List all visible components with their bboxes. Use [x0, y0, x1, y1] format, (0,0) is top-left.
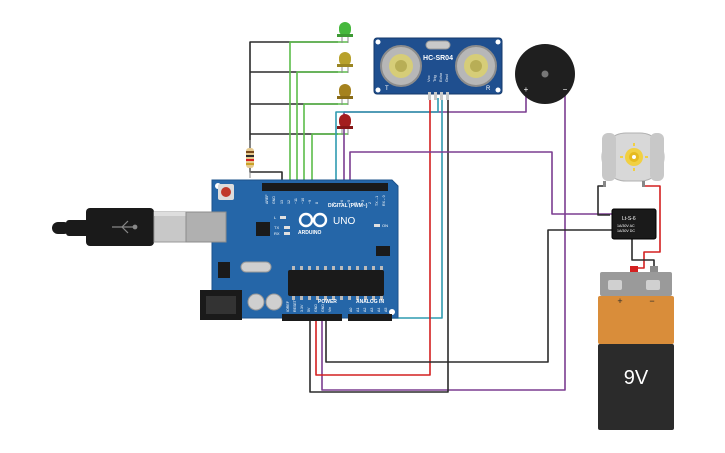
- digital-pin-label: 7: [333, 202, 337, 204]
- battery-minus-label: −: [649, 296, 654, 306]
- battery-plus-label: +: [617, 296, 622, 306]
- relay-spec-2: 1A/30V DC: [617, 229, 635, 233]
- analog-pin-label: A1: [356, 308, 360, 312]
- digital-pin-label: 8: [315, 202, 319, 204]
- sensor-transducer-left: [380, 45, 422, 87]
- wire-buzzer-negative[interactable]: [321, 95, 566, 391]
- led-green[interactable]: [337, 22, 353, 43]
- sensor-pin-vcc-label: Vcc: [426, 75, 431, 82]
- wire-sensor-vcc[interactable]: [315, 98, 431, 376]
- wire-motor-relay[interactable]: [597, 185, 610, 216]
- analog-pin-label: A5: [384, 308, 388, 312]
- relay-spec-1: 1A/30V AC: [617, 224, 635, 228]
- digital-pin-label: RX←0: [382, 195, 386, 206]
- dc-motor[interactable]: [601, 132, 665, 187]
- battery-9v[interactable]: + − 9V: [598, 266, 674, 430]
- wire-relay-control[interactable]: [349, 151, 614, 215]
- power-pin-label: RESET: [293, 299, 297, 312]
- wire-sensor-gnd[interactable]: [309, 98, 449, 393]
- ultrasonic-sensor[interactable]: HC-SR04 T R Vcc Trig Echo Gnd: [373, 37, 503, 100]
- led-orange[interactable]: [337, 84, 353, 105]
- wires: [249, 41, 661, 393]
- resistor[interactable]: [246, 140, 254, 178]
- battery-voltage-label: 9V: [624, 367, 649, 389]
- board-brand-label: ARDUINO: [298, 230, 321, 236]
- sensor-model-label: HC-SR04: [423, 55, 453, 62]
- digital-pin-label: GND: [272, 196, 276, 204]
- buzzer-plus-label: +: [524, 85, 529, 94]
- piezo-buzzer[interactable]: + −: [515, 44, 575, 104]
- power-pin-label: IOREF: [286, 300, 290, 312]
- power-pin-label: Vin: [328, 307, 332, 312]
- digital-pin-label: ~5: [347, 200, 351, 204]
- analog-header[interactable]: [348, 314, 392, 321]
- digital-pin-label: 4: [354, 202, 358, 204]
- wire-led-orange-signal[interactable]: [303, 103, 348, 184]
- wire-motor-battery[interactable]: [633, 185, 661, 269]
- analog-header-label: ANALOG IN: [356, 299, 384, 305]
- sensor-mark-t: T: [385, 86, 389, 92]
- wire-led-green-signal[interactable]: [289, 41, 348, 184]
- analog-pin-label: A4: [377, 308, 381, 312]
- power-pin-label: 5V: [307, 307, 311, 312]
- analog-pin-label: A3: [370, 308, 374, 312]
- digital-pin-label: ~3: [361, 200, 365, 204]
- power-header-label: POWER: [318, 299, 337, 305]
- digital-pin-label: 12: [287, 200, 291, 204]
- led-l-label: L: [274, 215, 277, 220]
- power-pin-label: GND: [314, 304, 318, 312]
- sensor-pin-trig-label: Trig: [432, 75, 437, 82]
- led-array: [337, 22, 353, 135]
- digital-pin-label: ~11: [294, 198, 298, 204]
- sensor-transducer-right: [455, 45, 497, 87]
- relay[interactable]: Lt-S-6 1A/30V AC 1A/30V DC: [611, 208, 657, 240]
- sensor-pin-echo-label: Echo: [438, 72, 443, 82]
- led-tx-label: TX: [274, 225, 279, 230]
- reset-button[interactable]: [221, 187, 231, 197]
- digital-pin-label: ~9: [308, 200, 312, 204]
- ic-pins: [292, 266, 383, 300]
- sensor-mark-r: R: [486, 86, 491, 92]
- led-red[interactable]: [337, 114, 353, 135]
- led-yellow[interactable]: [337, 52, 353, 73]
- wire-sensor-trig[interactable]: [335, 98, 439, 184]
- led-rx-label: RX: [274, 231, 280, 236]
- motor-shaft-icon: [620, 143, 648, 171]
- analog-pin-label: A2: [363, 308, 367, 312]
- analog-pin-labels: A0 A1 A2 A3 A4 A5: [349, 308, 388, 312]
- usb-icon: [112, 220, 138, 234]
- power-header[interactable]: [282, 314, 342, 321]
- sensor-pin-labels: Vcc Trig Echo Gnd: [426, 72, 449, 82]
- digital-header-label: DIGITAL (PWM~): [328, 203, 368, 209]
- digital-header[interactable]: [262, 183, 388, 191]
- digital-pin-label: 13: [280, 200, 284, 204]
- power-pin-labels: IOREF RESET 3.3V 5V GND GND Vin: [286, 299, 332, 312]
- wire-led-red-signal[interactable]: [311, 133, 348, 184]
- arduino-uno-board[interactable]: AREF GND 13 12 ~11 ~10 ~9 8 7 ~6 ~5 4 ~3…: [185, 179, 399, 321]
- relay-title: Lt-S-6: [622, 216, 636, 222]
- wire-relay-battery[interactable]: [631, 236, 655, 270]
- wire-led-yellow-signal[interactable]: [296, 71, 348, 184]
- power-pin-label: 3.3V: [300, 304, 304, 312]
- led-on-label: ON: [382, 223, 388, 228]
- digital-pin-label: ~10: [301, 198, 305, 204]
- buzzer-minus-label: −: [563, 85, 568, 94]
- power-pin-label: GND: [321, 304, 325, 312]
- digital-pin-label: AREF: [265, 194, 269, 204]
- wire-led-ground-bus[interactable]: [249, 41, 338, 184]
- digital-pin-label: 2: [368, 202, 372, 204]
- wire-buzzer-positive[interactable]: [343, 95, 527, 184]
- analog-pin-label: A0: [349, 308, 353, 312]
- digital-pin-labels: AREF GND 13 12 ~11 ~10 ~9 8 7 ~6 ~5 4 ~3…: [265, 194, 386, 206]
- sensor-pin-gnd-label: Gnd: [444, 74, 449, 82]
- usb-cable[interactable]: [52, 208, 189, 246]
- digital-pin-label: ~6: [340, 200, 344, 204]
- wire-relay-ground[interactable]: [325, 229, 614, 363]
- board-model-label: UNO: [333, 216, 355, 227]
- sensor-pins: [428, 92, 449, 100]
- digital-pin-label: TX→1: [375, 196, 379, 206]
- arduino-logo-icon: [298, 212, 328, 228]
